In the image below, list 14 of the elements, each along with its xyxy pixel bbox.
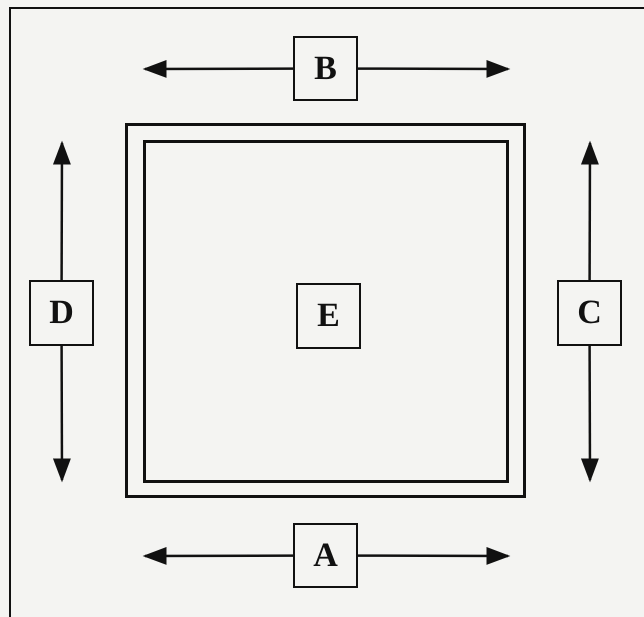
arrow xyxy=(358,546,510,565)
double-square xyxy=(125,123,526,498)
arrow xyxy=(358,60,510,78)
arrow xyxy=(52,141,71,280)
arrow xyxy=(52,346,71,482)
letter-label: A xyxy=(293,523,358,588)
letter-label: E xyxy=(296,283,361,349)
arrow xyxy=(580,141,599,280)
arrow xyxy=(143,546,293,565)
arrow xyxy=(143,60,293,78)
letter-label: B xyxy=(293,36,358,101)
letter-label: D xyxy=(29,280,94,346)
letter-label: C xyxy=(557,280,622,346)
arrow xyxy=(580,346,599,482)
